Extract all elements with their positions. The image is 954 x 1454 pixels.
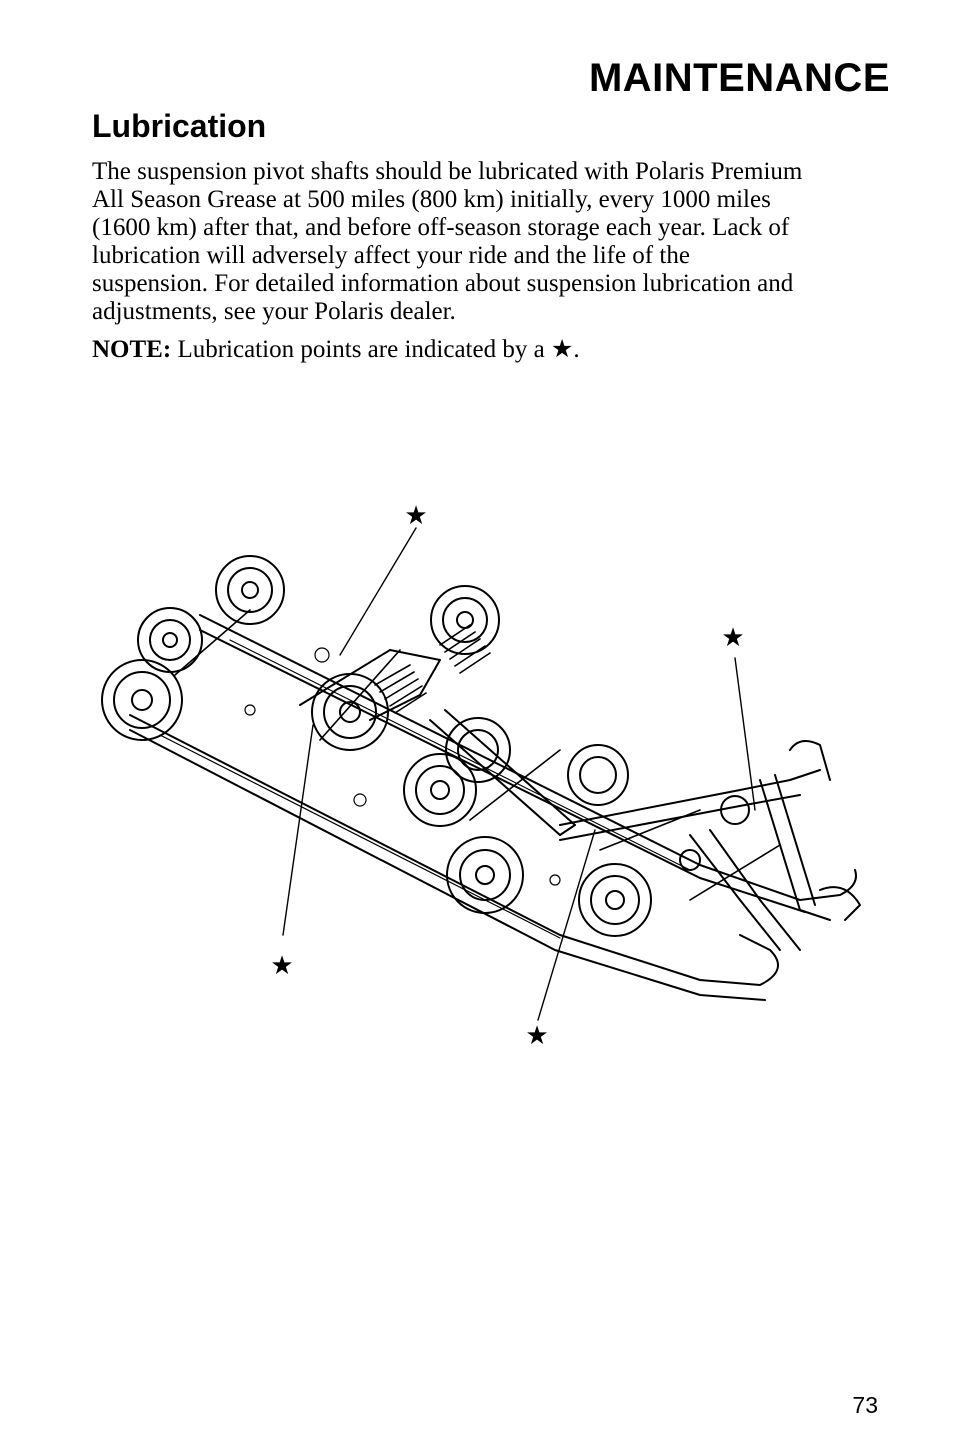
left-rail [129,714,779,1001]
right-rail [199,614,857,913]
shock-absorber [429,709,576,836]
suspension-diagram: ★ ★ ★ ★ [101,501,861,1051]
section-title: Lubrication [92,108,267,144]
paragraph-line: (1600 km) after that, and before off-sea… [92,214,790,241]
wheel-front-left [101,659,183,741]
lubrication-star-icon: ★ [270,951,293,981]
wheel-top-middle [430,585,500,655]
rear-spring [439,624,491,674]
paragraph-line: adjustments, see your Polaris dealer. [92,298,456,325]
lubrication-star-icon: ★ [525,1021,548,1051]
lubrication-star-icon: ★ [721,623,744,653]
front-idler [299,649,441,751]
wheel-rear-upper [567,744,629,806]
note: NOTE: Lubrication points are indicated b… [92,336,580,364]
paragraph-line: suspension. For detailed information abo… [92,270,794,297]
rear-arms [559,740,861,951]
wheel-lower-rear [578,863,652,937]
paragraph-line: lubrication will adversely affect your r… [92,242,690,269]
paragraph-line: All Season Grease at 500 miles (800 km) … [92,186,771,213]
page-header: MAINTENANCE [588,56,890,100]
leader-lines [282,527,756,1021]
lubrication-star-icon: ★ [404,501,427,531]
front-spring [374,664,427,714]
note-text: Lubrication points are indicated by a ★. [177,336,580,363]
bogie-wheels [101,555,652,937]
wheel-middle-rear [445,717,511,783]
note-label: NOTE: [92,336,172,363]
wheel-lower-front [446,836,524,914]
bolts [244,647,561,886]
wheel-front-left-inner [137,607,203,673]
lubrication-markers: ★ ★ ★ ★ [270,501,744,1051]
body-paragraph: The suspension pivot shafts should be lu… [92,158,892,326]
page-number: 73 [852,1392,878,1418]
cross-shafts [174,609,781,901]
paragraph-line: The suspension pivot shafts should be lu… [92,158,803,185]
wheel-top-left [215,555,285,625]
wheel-middle [403,753,477,827]
